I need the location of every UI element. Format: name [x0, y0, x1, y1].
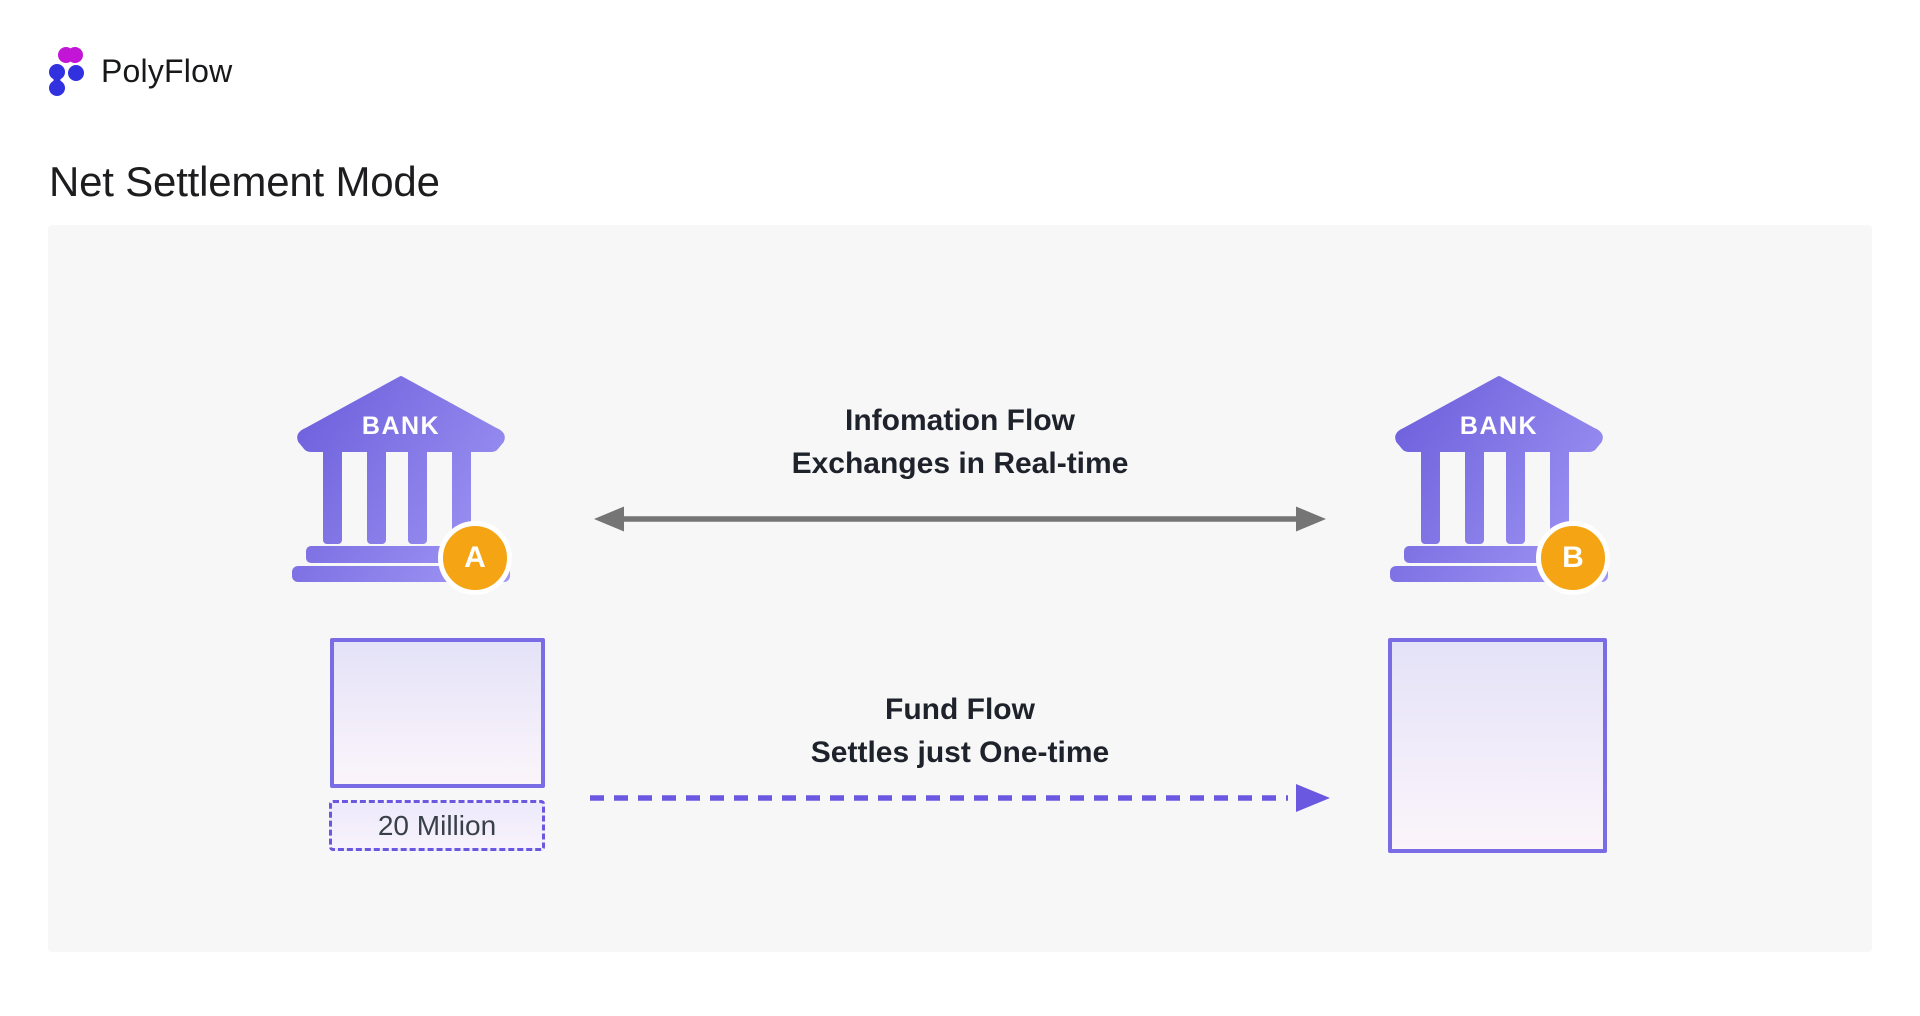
polyflow-logo-icon	[49, 47, 84, 96]
brand-header[interactable]: PolyFlow	[48, 46, 232, 96]
fund-flow-line1: Fund Flow	[885, 693, 1035, 726]
information-flow-line1: Infomation Flow	[845, 404, 1075, 437]
bank-a-sign: BANK	[362, 412, 440, 440]
brand-name: PolyFlow	[101, 52, 233, 89]
bank-b-building: BANK B	[1390, 376, 1610, 595]
net-amount-text: 20 Million	[377, 809, 497, 841]
bank-b-fund-box	[1388, 638, 1607, 853]
bank-b-sign: BANK	[1460, 412, 1538, 440]
bank-b-badge: B	[1536, 521, 1610, 595]
net-amount-tag: 20 Million	[329, 800, 545, 851]
bank-a-badge: A	[438, 521, 512, 595]
page-title: Net Settlement Mode	[49, 158, 440, 205]
information-flow-arrow	[594, 506, 1326, 532]
fund-flow-arrow	[590, 784, 1330, 812]
information-flow-line2: Exchanges in Real-time	[791, 447, 1129, 480]
information-flow-label: Infomation Flow Exchanges in Real-time	[560, 399, 1360, 485]
bank-a-fund-box	[330, 638, 545, 788]
fund-flow-line2: Settles just One-time	[810, 736, 1110, 769]
bank-a-building: BANK A	[292, 376, 512, 595]
fund-flow-label: Fund Flow Settles just One-time	[560, 688, 1360, 774]
